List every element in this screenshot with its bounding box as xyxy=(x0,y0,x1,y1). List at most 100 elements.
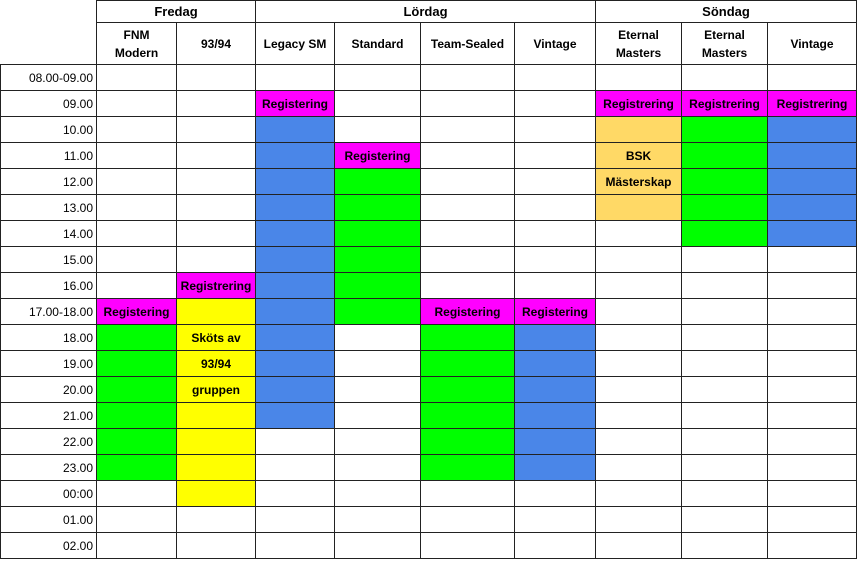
time-label: 14.00 xyxy=(0,220,97,247)
cell-text: Registrering xyxy=(180,278,252,293)
slot-cell xyxy=(420,90,515,117)
slot-cell xyxy=(96,480,177,507)
slot-cell xyxy=(595,298,682,325)
slot-cell xyxy=(176,168,256,195)
day-label: Söndag xyxy=(702,4,750,19)
time-label: 01.00 xyxy=(0,506,97,533)
corner-cell xyxy=(1,1,97,23)
slot-cell xyxy=(767,532,857,559)
slot-cell xyxy=(255,324,335,351)
note-cell: gruppen xyxy=(176,376,256,403)
slot-cell xyxy=(420,116,515,143)
slot-cell xyxy=(255,272,335,299)
cell-text: 93/94 xyxy=(200,356,232,371)
slot-cell xyxy=(255,350,335,377)
time-label: 02.00 xyxy=(0,532,97,559)
slot-cell xyxy=(595,402,682,429)
time-label: 20.00 xyxy=(0,376,97,403)
slot-cell xyxy=(767,298,857,325)
slot-cell xyxy=(420,246,515,273)
slot-cell xyxy=(681,64,768,91)
slot-cell xyxy=(420,220,515,247)
time-label: 17.00-18.00 xyxy=(0,298,97,325)
slot-cell xyxy=(334,324,421,351)
day-header-lördag: Lördag xyxy=(255,0,596,23)
event-label-line1: Vintage xyxy=(790,36,834,51)
slot-cell xyxy=(681,532,768,559)
slot-cell xyxy=(334,168,421,195)
slot-cell xyxy=(767,480,857,507)
registration-cell: Registrering xyxy=(767,90,857,117)
event-label-line2: Masters xyxy=(701,45,748,60)
slot-cell xyxy=(176,532,256,559)
registration-cell: Registering xyxy=(420,298,515,325)
time-label: 10.00 xyxy=(0,116,97,143)
slot-cell xyxy=(255,428,335,455)
day-header-fredag: Fredag xyxy=(96,0,256,23)
slot-cell xyxy=(767,376,857,403)
event-header: Standard xyxy=(334,22,421,65)
slot-cell xyxy=(96,350,177,377)
slot-cell xyxy=(96,116,177,143)
time-row: 23.00 xyxy=(0,454,857,481)
slot-cell xyxy=(255,142,335,169)
slot-cell xyxy=(514,428,596,455)
event-label-line1: Team-Sealed xyxy=(430,36,505,51)
slot-cell xyxy=(255,402,335,429)
registration-cell: Registrering xyxy=(595,90,682,117)
slot-cell xyxy=(420,532,515,559)
slot-cell xyxy=(595,116,682,143)
slot-cell xyxy=(255,532,335,559)
registration-cell: Registering xyxy=(334,142,421,169)
slot-cell xyxy=(514,532,596,559)
slot-cell xyxy=(420,480,515,507)
event-label-line1: Eternal xyxy=(618,27,659,42)
slot-cell xyxy=(420,168,515,195)
time-row: 10.00 xyxy=(0,116,857,143)
slot-cell xyxy=(767,506,857,533)
day-header-row: Fredag Lördag Söndag xyxy=(1,0,857,23)
slot-cell xyxy=(420,376,515,403)
event-label-line1: Vintage xyxy=(533,36,577,51)
event-header: Vintage xyxy=(767,22,857,65)
cell-text: Registering xyxy=(344,148,411,163)
slot-cell xyxy=(334,272,421,299)
time-label: 08.00-09.00 xyxy=(0,64,97,91)
slot-cell xyxy=(767,220,857,247)
slot-cell xyxy=(255,506,335,533)
registration-cell: Registering xyxy=(514,298,596,325)
slot-cell xyxy=(595,506,682,533)
day-header-söndag: Söndag xyxy=(595,0,857,23)
time-label: 00:00 xyxy=(0,480,97,507)
slot-cell xyxy=(767,64,857,91)
slot-cell xyxy=(595,64,682,91)
slot-cell xyxy=(334,220,421,247)
day-label: Fredag xyxy=(154,4,198,19)
cell-text: Mästerskap xyxy=(605,174,672,189)
time-label: 13.00 xyxy=(0,194,97,221)
slot-cell xyxy=(514,402,596,429)
slot-cell xyxy=(255,194,335,221)
slot-cell xyxy=(255,376,335,403)
slot-cell xyxy=(681,116,768,143)
slot-cell xyxy=(255,116,335,143)
note-cell: Sköts av xyxy=(176,324,256,351)
cell-text: Registering xyxy=(261,96,328,111)
time-label: 09.00 xyxy=(0,90,97,117)
slot-cell xyxy=(334,402,421,429)
event-label-line1: 93/94 xyxy=(200,36,232,51)
time-row: 02.00 xyxy=(0,532,857,559)
slot-cell xyxy=(176,64,256,91)
event-header: 93/94 xyxy=(176,22,256,65)
slot-cell xyxy=(96,376,177,403)
slot-cell xyxy=(96,454,177,481)
time-label: 12.00 xyxy=(0,168,97,195)
slot-cell xyxy=(595,454,682,481)
slot-cell xyxy=(334,532,421,559)
